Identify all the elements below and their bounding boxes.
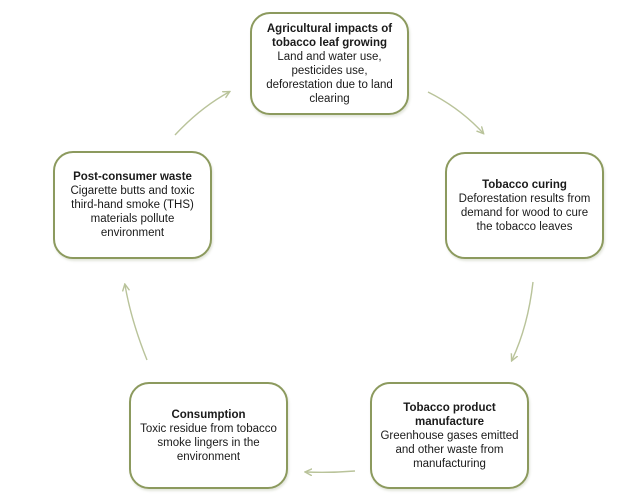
stage-title: Tobacco curing: [482, 178, 567, 191]
stage-consumption: Consumption Toxic residue from tobacco s…: [129, 382, 288, 489]
stage-description: Land and water use, pesticides use, defo…: [266, 50, 393, 105]
stage-agricultural-impacts: Agricultural impacts of tobacco leaf gro…: [250, 12, 409, 115]
arrow-manuf-to-consum: [306, 471, 356, 472]
stage-description: Toxic residue from tobacco smoke lingers…: [140, 422, 277, 463]
stage-title: Consumption: [171, 408, 246, 421]
stage-description: Greenhouse gases emitted and other waste…: [380, 429, 519, 470]
arrow-consum-to-waste: [125, 285, 148, 361]
stage-description: Cigarette butts and toxic third-hand smo…: [70, 185, 195, 239]
stage-post-consumer-waste: Post-consumer waste Cigarette butts and …: [53, 151, 212, 259]
stage-title: Post-consumer waste: [73, 171, 192, 183]
stage-title: Agricultural impacts of tobacco leaf gro…: [266, 22, 393, 49]
arrow-curing-to-manuf: [512, 281, 534, 360]
arrow-agri-to-curing: [427, 91, 483, 133]
stage-tobacco-curing: Tobacco curing Deforestation results fro…: [445, 152, 604, 259]
arrow-waste-to-agri: [174, 92, 229, 136]
stage-description: Deforestation results from demand for wo…: [458, 192, 591, 233]
stage-product-manufacture: Tobacco product manufacture Greenhouse g…: [370, 382, 529, 489]
stage-title: Tobacco product manufacture: [403, 401, 496, 428]
